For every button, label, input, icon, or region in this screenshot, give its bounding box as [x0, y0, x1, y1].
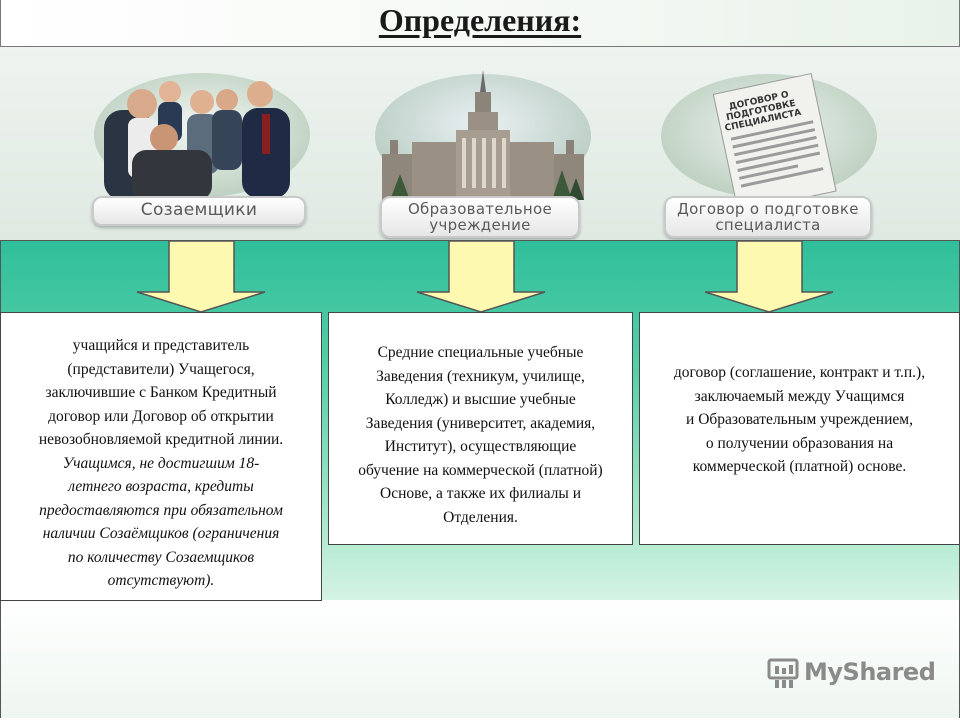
definition-institution: Средние специальные учебные Заведения (т…: [328, 312, 633, 545]
down-arrow-icon: [134, 240, 268, 319]
category-label-coborrowers: Созаемщики: [92, 196, 306, 226]
university-building-icon: [372, 70, 594, 202]
down-arrow-icon: [702, 240, 836, 319]
myshared-logo-icon: [767, 658, 799, 688]
category-label-institution: Образовательное учреждение: [380, 196, 580, 238]
title-bar: Определения:: [0, 0, 960, 47]
myshared-watermark: MyShared: [766, 656, 936, 692]
definition-coborrowers: учащийся и представитель (представители)…: [0, 312, 322, 601]
page-title: Определения:: [378, 2, 582, 38]
people-group-icon: [92, 70, 312, 200]
down-arrow-icon: [414, 240, 548, 319]
category-label-contract: Договор о подготовке специалиста: [664, 196, 872, 238]
watermark-text: MyShared: [804, 658, 936, 686]
definition-contract: договор (соглашение, контракт и т.п.), з…: [639, 312, 960, 545]
contract-document-icon: ДОГОВОР О ПОДГОТОВКЕ СПЕЦИАЛИСТА: [658, 70, 880, 202]
bottom-area: [0, 600, 960, 718]
